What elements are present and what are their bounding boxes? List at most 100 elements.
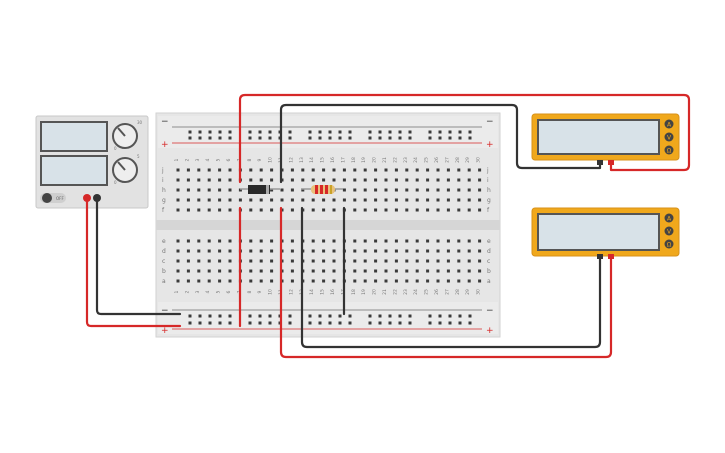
breadboard-hole[interactable]: [353, 239, 357, 243]
rail-hole[interactable]: [408, 321, 412, 325]
breadboard-hole[interactable]: [342, 178, 346, 182]
breadboard-hole[interactable]: [363, 198, 367, 202]
breadboard-hole[interactable]: [374, 279, 378, 283]
breadboard-hole[interactable]: [394, 259, 398, 263]
breadboard-hole[interactable]: [363, 188, 367, 192]
breadboard-hole[interactable]: [478, 269, 482, 273]
breadboard-hole[interactable]: [426, 269, 430, 273]
rail-hole[interactable]: [208, 130, 212, 134]
rail-hole[interactable]: [248, 321, 252, 325]
rail-hole[interactable]: [378, 136, 382, 140]
breadboard-hole[interactable]: [249, 208, 253, 212]
breadboard-hole[interactable]: [197, 239, 201, 243]
rail-hole[interactable]: [328, 136, 332, 140]
breadboard-hole[interactable]: [353, 269, 357, 273]
breadboard-hole[interactable]: [228, 259, 232, 263]
breadboard-hole[interactable]: [394, 239, 398, 243]
breadboard-hole[interactable]: [415, 198, 419, 202]
breadboard-hole[interactable]: [259, 269, 263, 273]
rail-hole[interactable]: [248, 136, 252, 140]
breadboard-hole[interactable]: [342, 188, 346, 192]
breadboard-hole[interactable]: [446, 178, 450, 182]
breadboard-hole[interactable]: [478, 259, 482, 263]
rail-hole[interactable]: [378, 130, 382, 134]
rail-hole[interactable]: [368, 130, 372, 134]
breadboard-hole[interactable]: [363, 178, 367, 182]
rail-hole[interactable]: [428, 130, 432, 134]
breadboard-hole[interactable]: [353, 178, 357, 182]
breadboard-hole[interactable]: [270, 239, 274, 243]
breadboard-hole[interactable]: [186, 249, 190, 253]
breadboard-hole[interactable]: [249, 279, 253, 283]
breadboard-hole[interactable]: [176, 188, 180, 192]
rail-hole[interactable]: [438, 130, 442, 134]
power-supply[interactable]: 0 30 0 5 OFF: [35, 115, 149, 209]
breadboard-hole[interactable]: [270, 168, 274, 172]
breadboard-hole[interactable]: [426, 168, 430, 172]
breadboard-hole[interactable]: [436, 239, 440, 243]
breadboard-hole[interactable]: [436, 178, 440, 182]
breadboard-hole[interactable]: [478, 239, 482, 243]
breadboard-hole[interactable]: [467, 208, 471, 212]
rail-hole[interactable]: [338, 136, 342, 140]
breadboard-hole[interactable]: [290, 198, 294, 202]
rail-hole[interactable]: [218, 136, 222, 140]
wire-meter1-red[interactable]: [238, 93, 691, 184]
breadboard-hole[interactable]: [467, 188, 471, 192]
breadboard-hole[interactable]: [332, 269, 336, 273]
breadboard-hole[interactable]: [405, 259, 409, 263]
breadboard-hole[interactable]: [436, 208, 440, 212]
breadboard-hole[interactable]: [478, 178, 482, 182]
rail-hole[interactable]: [338, 130, 342, 134]
breadboard-hole[interactable]: [467, 269, 471, 273]
breadboard-hole[interactable]: [186, 208, 190, 212]
breadboard-hole[interactable]: [228, 188, 232, 192]
breadboard-hole[interactable]: [467, 178, 471, 182]
resistor-icon[interactable]: [301, 185, 343, 194]
breadboard-hole[interactable]: [259, 259, 263, 263]
breadboard-hole[interactable]: [436, 259, 440, 263]
rail-hole[interactable]: [268, 314, 272, 318]
breadboard-hole[interactable]: [342, 198, 346, 202]
rail-hole[interactable]: [318, 321, 322, 325]
breadboard[interactable]: − + − + − + − + j i h g f e d c b a j i …: [155, 112, 501, 338]
rail-hole[interactable]: [258, 136, 262, 140]
rail-hole[interactable]: [318, 130, 322, 134]
breadboard-hole[interactable]: [405, 269, 409, 273]
breadboard-hole[interactable]: [290, 259, 294, 263]
rail-hole[interactable]: [198, 136, 202, 140]
breadboard-hole[interactable]: [384, 168, 388, 172]
breadboard-hole[interactable]: [353, 198, 357, 202]
rail-hole[interactable]: [188, 130, 192, 134]
breadboard-hole[interactable]: [322, 269, 326, 273]
breadboard-hole[interactable]: [405, 249, 409, 253]
breadboard-hole[interactable]: [384, 249, 388, 253]
breadboard-hole[interactable]: [405, 208, 409, 212]
breadboard-hole[interactable]: [363, 269, 367, 273]
rail-hole[interactable]: [338, 321, 342, 325]
breadboard-hole[interactable]: [186, 168, 190, 172]
breadboard-hole[interactable]: [353, 259, 357, 263]
breadboard-hole[interactable]: [259, 279, 263, 283]
breadboard-hole[interactable]: [270, 188, 274, 192]
breadboard-hole[interactable]: [311, 178, 315, 182]
multimeter-bottom-mode-a[interactable]: A: [664, 213, 674, 223]
rail-hole[interactable]: [218, 130, 222, 134]
rail-hole[interactable]: [468, 136, 472, 140]
breadboard-hole[interactable]: [436, 198, 440, 202]
breadboard-hole[interactable]: [426, 259, 430, 263]
breadboard-hole[interactable]: [311, 269, 315, 273]
breadboard-hole[interactable]: [249, 269, 253, 273]
rail-hole[interactable]: [288, 130, 292, 134]
rail-hole[interactable]: [288, 321, 292, 325]
breadboard-hole[interactable]: [374, 198, 378, 202]
multimeter-top-mode-a[interactable]: A: [664, 119, 674, 129]
breadboard-hole[interactable]: [446, 208, 450, 212]
multimeter-top-mode-v[interactable]: V: [664, 132, 674, 142]
breadboard-hole[interactable]: [467, 279, 471, 283]
rail-hole[interactable]: [378, 314, 382, 318]
wire-meter2-red[interactable]: [279, 206, 613, 359]
breadboard-hole[interactable]: [394, 168, 398, 172]
breadboard-hole[interactable]: [290, 239, 294, 243]
breadboard-hole[interactable]: [405, 188, 409, 192]
